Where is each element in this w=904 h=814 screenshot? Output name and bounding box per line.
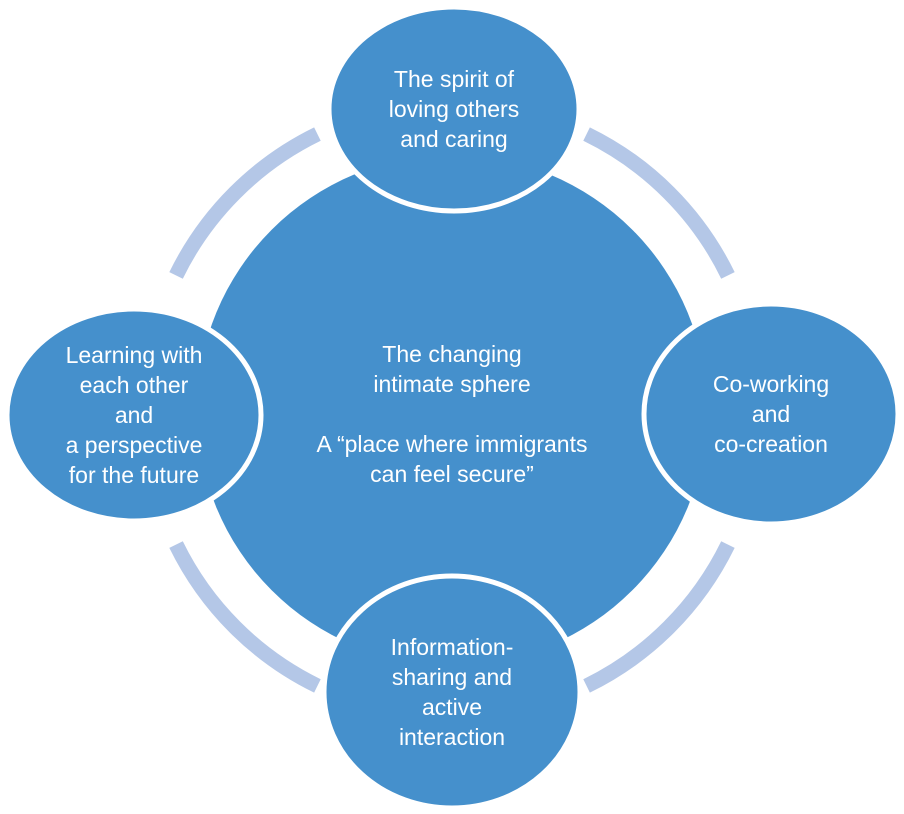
arc-bottom-left bbox=[169, 541, 321, 693]
center-label-line: A “place where immigrants bbox=[317, 431, 588, 457]
node-top-label-line: and caring bbox=[400, 126, 507, 152]
outer-nodes: The spirit of loving others and caringCo-w… bbox=[4, 4, 901, 811]
center-circle bbox=[197, 155, 707, 665]
node-left-label-line: for the future bbox=[69, 462, 199, 488]
node-bottom-label-line: sharing and bbox=[392, 664, 512, 690]
node-top: The spirit of loving others and caring bbox=[326, 4, 582, 214]
node-right-label-line: Co-working bbox=[713, 371, 829, 397]
node-bottom-label-line: active bbox=[422, 694, 482, 720]
node-left-label-line: and bbox=[115, 402, 153, 428]
node-top-label: The spirit of loving others and caring bbox=[389, 66, 519, 152]
node-right-label-line: and bbox=[752, 401, 790, 427]
center-label: The changing intimate sphere A “place wher… bbox=[317, 341, 588, 487]
node-top-label-line: The spirit of bbox=[394, 66, 515, 92]
node-left-circle bbox=[4, 306, 264, 524]
arc-left-top bbox=[169, 127, 321, 279]
node-bottom: Information-sharing and active interaction bbox=[321, 573, 583, 811]
node-right-label: Co-working and co-creation bbox=[713, 371, 829, 457]
connector-arcs bbox=[169, 127, 735, 693]
node-left-label-line: a perspective bbox=[66, 432, 203, 458]
node-left-label-line: each other bbox=[80, 372, 189, 398]
node-bottom-label-line: Information- bbox=[391, 634, 514, 660]
center-label-line: The changing bbox=[382, 341, 521, 367]
node-left-label: Learning with each other and a perspective f… bbox=[66, 342, 203, 488]
node-bottom-circle bbox=[321, 573, 583, 811]
node-bottom-label-line: interaction bbox=[399, 724, 505, 750]
node-right-circle bbox=[641, 301, 901, 527]
node-top-circle bbox=[326, 4, 582, 214]
node-top-label-line: loving others bbox=[389, 96, 519, 122]
arc-right-bottom bbox=[583, 541, 735, 693]
node-left: Learning with each other and a perspective f… bbox=[4, 306, 264, 524]
node-left-label-line: Learning with bbox=[66, 342, 203, 368]
node-right: Co-working and co-creation bbox=[641, 301, 901, 527]
node-right-label-line: co-creation bbox=[714, 431, 828, 457]
center-label-line: can feel secure” bbox=[370, 461, 534, 487]
center-label-line: intimate sphere bbox=[373, 371, 530, 397]
node-bottom-label: Information-sharing and active interaction bbox=[391, 634, 514, 750]
arc-top-right bbox=[583, 127, 735, 279]
